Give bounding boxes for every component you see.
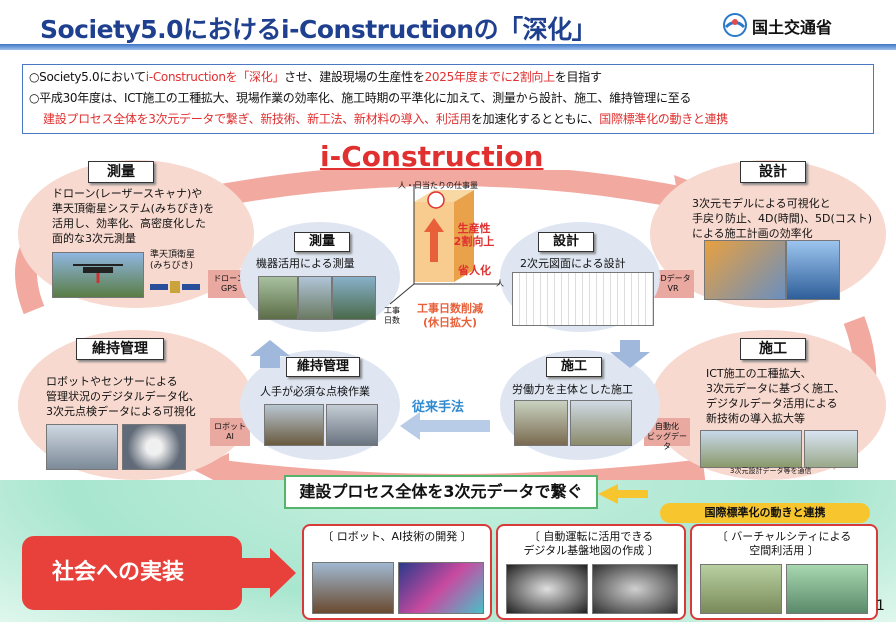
inner-construction-desc: 労働力を主体とした施工 [512,383,633,396]
summary-3a: 建設プロセス全体を3次元データで繋ぎ、新技術、新工法、新材料の導入、利活用 [43,112,471,126]
inner-survey-photo-1 [258,276,298,320]
graph-axis-left: 工事 日数 [384,306,400,325]
outer-construction-desc-3: デジタルデータ活用による [706,397,838,410]
inner-construction-label: 施工 [546,357,602,377]
maintenance-drone-image [46,424,118,470]
outer-survey-desc: ドローン(レーザースキャナ)や 準天頂衛星システム(みちびき)を 活用し、効率化… [52,186,214,246]
international-standard-label: 国際標準化の動きと連携 [660,503,870,523]
outer-construction-label: 施工 [740,338,806,360]
outer-design-desc-2: 手戻り防止、4D(時間)、5D(コスト) [692,212,873,225]
outer-maintenance-desc-2: 管理状況のデジタルデータ化、 [46,390,200,403]
summary-line-3: 建設プロセス全体を3次元データで繋ぎ、新技術、新工法、新材料の導入、利活用を加速… [43,110,728,127]
summary-line-1: ○Society5.0においてi-Constructionを「深化」させ、建設現… [29,68,602,85]
standard-arrows [598,484,648,504]
drone-photo [52,252,144,298]
construction-caption: 3次元設計データ等を通信 [730,467,812,475]
construction-site-image [804,430,858,468]
outer-design-desc-1: 3次元モデルによる可視化と [692,197,831,210]
construction-machine-image [700,430,802,468]
satellite-caption-1: 準天頂衛星 [150,250,196,260]
virtual-city-image-2 [786,564,868,614]
inner-survey-photo-2 [298,276,332,320]
summary-1c: させ、建設現場の生産性を [284,70,425,84]
satellite-caption: 準天頂衛星 (みちびき) [150,250,195,272]
outer-construction-desc: ICT施工の工種拡大、 3次元データに基づく施工、 デジタルデータ活用による 新… [706,366,845,426]
graph-productivity: 生産性 2割向上 [453,222,495,248]
graph-axis-right: 人 [496,279,504,288]
point-cloud-image-2 [592,564,678,614]
outer-maintenance-label: 維持管理 [76,338,164,360]
outer-survey-desc-4: 面的な3次元測量 [52,232,136,245]
card-virtual-city-title: 〔 バーチャルシティによる 空間利活用 〕 [716,530,852,557]
inner-construction-photo-1 [514,400,568,446]
point-cloud-image-1 [506,564,588,614]
design-3d-model-image [704,240,786,300]
conventional-method-label: 従来手法 [412,400,465,415]
ai-image [398,562,484,614]
robot-image [312,562,394,614]
outer-survey-desc-3: 活用し、効率化、高密度化した [52,217,206,230]
outer-construction-desc-2: 3次元データに基づく施工、 [706,382,845,395]
productivity-graph [389,184,500,305]
inner-survey-desc: 機器活用による測量 [256,257,355,270]
inner-design-desc: 2次元図面による設計 [520,257,626,270]
summary-line-2: ○平成30年度は、ICT施工の工種拡大、現場作業の効率化、施工時期の平準化に加え… [29,91,692,105]
satellite-icon [150,276,200,302]
satellite-caption-2: (みちびき) [150,261,194,271]
inner-maintenance-photo-2 [326,404,378,446]
outer-survey-desc-2: 準天頂衛星システム(みちびき)を [52,202,215,215]
inner-maintenance-desc: 人手が必須な点検作業 [260,385,370,398]
outer-design-desc-3: による施工計画の効率化 [692,227,813,240]
summary-1d: 2025年度までに2割向上 [424,70,556,84]
virtual-city-image-1 [700,564,782,614]
inner-design-label: 設計 [538,232,594,252]
inner-design-drawings [512,272,654,326]
page-title: Society5.0におけるi-Constructionの「深化」 [40,15,597,44]
outer-maintenance-desc-3: 3次元点検データによる可視化 [46,405,196,418]
maintenance-tunnel-image [122,424,186,470]
i-construction-title: i-Construction [320,140,544,173]
graph-axis-top: 人・日当たりの仕事量 [398,181,478,190]
card-virtual-city: 〔 バーチャルシティによる 空間利活用 〕 [690,524,878,620]
outer-maintenance-desc-1: ロボットやセンサーによる [46,375,178,388]
summary-1b: i-Constructionを「深化」 [145,70,285,84]
card-robot-ai-title: 〔 ロボット、AI技術の開発 〕 [322,530,472,543]
graph-days-cut: 工事日数削減 (休日拡大) [417,302,483,329]
social-implementation-label: 社会への実装 [22,536,242,610]
summary-3c: 国際標準化の動きと連携 [599,112,728,126]
outer-construction-desc-4: 新技術の導入拡大等 [706,412,805,425]
inner-survey-label: 測量 [294,232,350,252]
outer-construction-desc-1: ICT施工の工種拡大、 [706,367,812,380]
ministry-logo-icon [722,12,748,38]
outer-design-desc: 3次元モデルによる可視化と 手戻り防止、4D(時間)、5D(コスト) による施工… [692,196,872,241]
graph-labor-saving: 省人化 [458,264,491,277]
inner-construction-photo-2 [570,400,632,446]
summary-3b: を加速化するとともに、 [470,112,600,126]
page-number: 1 [876,598,885,614]
outer-survey-desc-1: ドローン(レーザースキャナ)や [52,187,203,200]
card-robot-ai: 〔 ロボット、AI技術の開発 〕 [302,524,492,620]
inner-survey-photo-3 [332,276,376,320]
inner-cycle-arrows [250,340,650,440]
design-vr-image [786,240,840,300]
header-rule [0,44,896,50]
inner-maintenance-label: 維持管理 [286,357,360,377]
connect-3d-data-box: 建設プロセス全体を3次元データで繋ぐ [284,475,598,509]
outer-maintenance-desc: ロボットやセンサーによる 管理状況のデジタルデータ化、 3次元点検データによる可… [46,374,200,419]
implementation-arrow [242,548,296,598]
summary-box: ○Society5.0においてi-Constructionを「深化」させ、建設現… [22,64,874,134]
summary-1a: ○Society5.0において [29,70,146,84]
card-digital-map-title: 〔 自動運転に活用できる デジタル基盤地図の作成 〕 [523,530,659,557]
inner-maintenance-photo-1 [264,404,324,446]
ministry-name: 国土交通省 [752,18,833,37]
outer-design-label: 設計 [740,161,806,183]
summary-1e: を目指す [554,70,602,84]
outer-survey-label: 測量 [88,161,154,183]
card-digital-map: 〔 自動運転に活用できる デジタル基盤地図の作成 〕 [496,524,686,620]
construction-tag: 自動化 ビッグデータ [644,418,690,451]
